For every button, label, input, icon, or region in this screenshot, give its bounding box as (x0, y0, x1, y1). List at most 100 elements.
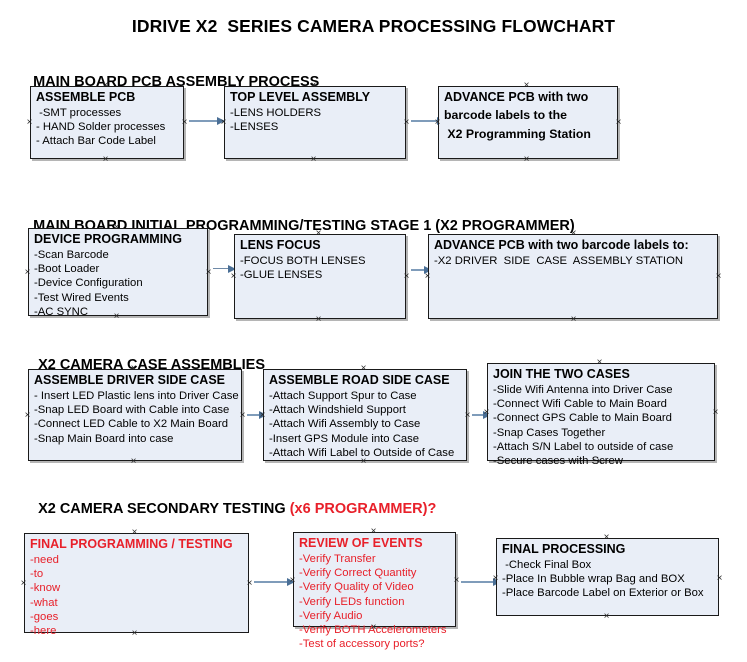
box-line: -Connect Wifi Cable to Main Board (493, 398, 667, 411)
box-line: -GLUE LENSES (240, 269, 323, 282)
resize-handle-top[interactable] (130, 528, 139, 537)
flow-box-final-processing[interactable]: FINAL PROCESSING -Check Final Box -Place… (496, 538, 719, 616)
box-line: - HAND Solder processes (36, 121, 166, 134)
box-line: -Connect LED Cable to X2 Main Board (34, 418, 229, 431)
box-title: DEVICE PROGRAMMING (34, 232, 182, 246)
resize-handle-right[interactable] (245, 579, 254, 588)
flow-box-device-programming[interactable]: DEVICE PROGRAMMING -Scan Barcode -Boot L… (28, 228, 208, 318)
box-line: -Snap LED Board with Cable into Case (34, 404, 230, 417)
box-line: -Attach Support Spur to Case (269, 390, 417, 402)
resize-handle-left[interactable] (433, 118, 442, 127)
box-line: -LENSES (230, 121, 279, 134)
resize-handle-right[interactable] (402, 272, 411, 281)
resize-handle-top[interactable] (309, 81, 318, 90)
flow-box-assemble-road-side-case[interactable]: ASSEMBLE ROAD SIDE CASE -Attach Support … (263, 369, 467, 461)
resize-handle-right[interactable] (402, 118, 411, 127)
flow-box-assemble-driver-side-case[interactable]: ASSEMBLE DRIVER SIDE CASE - Insert LED P… (28, 369, 242, 461)
resize-handle-right[interactable] (180, 118, 189, 127)
resize-handle-bottom[interactable] (522, 155, 531, 164)
resize-handle-top[interactable] (112, 223, 121, 232)
resize-handle-top[interactable] (314, 229, 323, 238)
flow-box-lens-focus[interactable]: LENS FOCUS -FOCUS BOTH LENSES -GLUE LENS… (234, 234, 406, 319)
resize-handle-bottom[interactable] (602, 612, 611, 621)
resize-handle-right[interactable] (715, 574, 724, 583)
box-line: -Connect GPS Cable to Main Board (493, 412, 672, 425)
resize-handle-right[interactable] (463, 411, 472, 420)
box-line: -Slide Wifi Antenna into Driver Case (493, 384, 673, 396)
resize-handle-bottom[interactable] (130, 629, 139, 638)
resize-handle-top[interactable] (602, 533, 611, 542)
box-line: -Check Final Box (502, 559, 592, 571)
resize-handle-left[interactable] (25, 118, 34, 127)
box-line: -to (30, 568, 44, 581)
box-title: TOP LEVEL ASSEMBLY (230, 90, 371, 104)
resize-handle-bottom[interactable] (359, 457, 368, 466)
resize-handle-bottom[interactable] (569, 315, 578, 324)
flow-box-assemble-pcb[interactable]: ASSEMBLE PCB -SMT processes - HAND Solde… (30, 86, 184, 159)
resize-handle-top[interactable] (101, 81, 110, 90)
resize-handle-right[interactable] (614, 118, 623, 127)
box-line: -Verify Quality of Video (299, 581, 414, 594)
box-line: -here (30, 625, 57, 638)
box-line: barcode labels to the (444, 108, 567, 122)
resize-handle-top[interactable] (595, 358, 604, 367)
resize-handle-bottom[interactable] (595, 457, 604, 466)
box-line: -LENS HOLDERS (230, 107, 322, 119)
resize-handle-left[interactable] (288, 576, 297, 585)
resize-handle-left[interactable] (491, 574, 500, 583)
box-line: -X2 DRIVER SIDE CASE ASSEMBLY STATION (434, 255, 684, 267)
box-line: -Verify LEDs function (299, 595, 405, 608)
box-line: -FOCUS BOTH LENSES (240, 255, 366, 267)
box-line: X2 Programming Station (444, 127, 591, 141)
resize-handle-top[interactable] (522, 81, 531, 90)
resize-handle-bottom[interactable] (112, 312, 121, 321)
box-line: -Boot Loader (34, 263, 100, 276)
resize-handle-left[interactable] (23, 411, 32, 420)
box-line-overflow: -Test of accessory ports? (299, 638, 425, 651)
box-line: -Verify Transfer (299, 553, 376, 565)
section-heading-x2-camera-secondary-testing: X2 CAMERA SECONDARY TESTING (x6 PROGRAMM… (30, 485, 436, 517)
resize-handle-left[interactable] (423, 272, 432, 281)
box-line: -Attach Wifi Assembly to Case (269, 418, 421, 431)
resize-handle-bottom[interactable] (369, 623, 378, 632)
resize-handle-right[interactable] (711, 408, 720, 417)
flow-box-final-programming-testing[interactable]: FINAL PROGRAMMING / TESTING -need -to -k… (24, 533, 249, 637)
resize-handle-right[interactable] (452, 576, 461, 585)
resize-handle-left[interactable] (482, 408, 491, 417)
resize-handle-bottom[interactable] (309, 155, 318, 164)
resize-handle-bottom[interactable] (101, 155, 110, 164)
box-title: ASSEMBLE PCB (36, 90, 136, 104)
resize-handle-top[interactable] (569, 229, 578, 238)
box-title: ADVANCE PCB with two barcode labels to: (434, 238, 689, 252)
resize-handle-left[interactable] (23, 268, 32, 277)
flow-box-advance-pcb-to-driver-side-station[interactable]: ADVANCE PCB with two barcode labels to: … (428, 234, 718, 319)
resize-handle-left[interactable] (219, 118, 228, 127)
flow-box-advance-pcb-to-programming-station[interactable]: ADVANCE PCB with two barcode labels to t… (438, 86, 618, 159)
box-line: -Place In Bubble wrap Bag and BOX (502, 573, 685, 586)
flow-box-join-the-two-cases[interactable]: JOIN THE TWO CASES -Slide Wifi Antenna i… (487, 363, 715, 467)
resize-handle-bottom[interactable] (314, 315, 323, 324)
box-line: -Verify Correct Quantity (299, 567, 417, 580)
resize-handle-left[interactable] (229, 272, 238, 281)
box-line: -Attach S/N Label to outside of case (493, 440, 674, 453)
box-line: -Device Configuration (34, 277, 143, 290)
resize-handle-right[interactable] (714, 272, 723, 281)
box-line: -know (30, 582, 61, 595)
resize-handle-right[interactable] (238, 411, 247, 420)
box-line: -SMT processes (36, 107, 122, 119)
resize-handle-left[interactable] (19, 579, 28, 588)
flow-box-top-level-assembly[interactable]: TOP LEVEL ASSEMBLY -LENS HOLDERS -LENSES (224, 86, 406, 159)
box-line: -what (30, 596, 58, 609)
flow-box-review-of-events[interactable]: REVIEW OF EVENTS -Verify Transfer -Verif… (293, 532, 456, 650)
box-line: -Verify Audio (299, 609, 363, 622)
box-title: LENS FOCUS (240, 238, 321, 252)
box-line: -Attach Wifi Label to Outside of Case (269, 446, 455, 459)
box-line: - Insert LED Plastic lens into Driver Ca… (34, 390, 239, 402)
resize-handle-bottom[interactable] (129, 457, 138, 466)
resize-handle-right[interactable] (204, 268, 213, 277)
resize-handle-top[interactable] (359, 364, 368, 373)
resize-handle-left[interactable] (258, 411, 267, 420)
box-line: -Place Barcode Label on Exterior or Box (502, 587, 704, 600)
resize-handle-top[interactable] (129, 364, 138, 373)
resize-handle-top[interactable] (369, 527, 378, 536)
